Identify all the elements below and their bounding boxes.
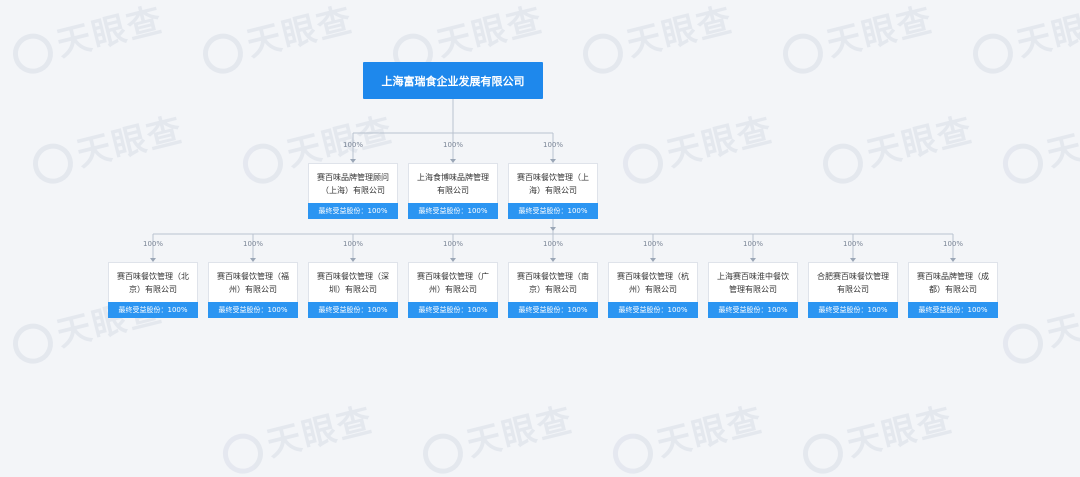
company-name: 赛百味品牌管理（成都）有限公司 <box>917 272 989 294</box>
beneficial-share-label: 最终受益股份：100% <box>908 302 998 318</box>
level1-company-node[interactable]: 赛百味餐饮管理（上海）有限公司最终受益股份：100% <box>508 163 598 219</box>
ownership-percent: 100% <box>442 240 463 248</box>
level2-company-node[interactable]: 赛百味餐饮管理（福州）有限公司最终受益股份：100% <box>208 262 298 318</box>
arrow-down-icon <box>550 159 556 163</box>
ownership-percent: 100% <box>742 240 763 248</box>
arrow-down-icon <box>150 258 156 262</box>
arrow-down-icon <box>950 258 956 262</box>
ownership-percent: 100% <box>342 141 363 149</box>
ownership-percent: 100% <box>842 240 863 248</box>
ownership-percent: 100% <box>542 240 563 248</box>
beneficial-share-label: 最终受益股份：100% <box>508 302 598 318</box>
level2-company-node[interactable]: 赛百味餐饮管理（广州）有限公司最终受益股份：100% <box>408 262 498 318</box>
arrow-down-icon <box>850 258 856 262</box>
company-name: 赛百味餐饮管理（上海）有限公司 <box>517 173 589 195</box>
arrow-down-icon <box>350 159 356 163</box>
root-company-name: 上海富瑞食企业发展有限公司 <box>381 74 525 88</box>
ownership-percent: 100% <box>142 240 163 248</box>
ownership-percent: 100% <box>342 240 363 248</box>
company-name: 赛百味餐饮管理（北京）有限公司 <box>117 272 189 294</box>
beneficial-share-label: 最终受益股份：100% <box>408 302 498 318</box>
root-company-node[interactable]: 上海富瑞食企业发展有限公司 <box>363 62 543 99</box>
company-name: 赛百味餐饮管理（福州）有限公司 <box>217 272 289 294</box>
level2-company-node[interactable]: 赛百味品牌管理（成都）有限公司最终受益股份：100% <box>908 262 998 318</box>
arrow-down-icon <box>350 258 356 262</box>
arrow-down-icon <box>750 258 756 262</box>
beneficial-share-label: 最终受益股份：100% <box>508 203 598 219</box>
ownership-percent: 100% <box>442 141 463 149</box>
level2-company-node[interactable]: 合肥赛百味餐饮管理有限公司最终受益股份：100% <box>808 262 898 318</box>
arrow-down-icon <box>450 258 456 262</box>
level1-company-node[interactable]: 赛百味品牌管理顾问（上海）有限公司最终受益股份：100% <box>308 163 398 219</box>
company-name: 合肥赛百味餐饮管理有限公司 <box>817 272 889 294</box>
company-name: 赛百味餐饮管理（南京）有限公司 <box>517 272 589 294</box>
beneficial-share-label: 最终受益股份：100% <box>108 302 198 318</box>
level2-company-node[interactable]: 赛百味餐饮管理（杭州）有限公司最终受益股份：100% <box>608 262 698 318</box>
arrow-down-icon <box>450 159 456 163</box>
level2-company-node[interactable]: 赛百味餐饮管理（深圳）有限公司最终受益股份：100% <box>308 262 398 318</box>
level2-company-node[interactable]: 赛百味餐饮管理（北京）有限公司最终受益股份：100% <box>108 262 198 318</box>
beneficial-share-label: 最终受益股份：100% <box>308 302 398 318</box>
ownership-percent: 100% <box>642 240 663 248</box>
company-name: 赛百味餐饮管理（广州）有限公司 <box>417 272 489 294</box>
beneficial-share-label: 最终受益股份：100% <box>608 302 698 318</box>
arrow-down-icon <box>650 258 656 262</box>
company-name: 赛百味餐饮管理（深圳）有限公司 <box>317 272 389 294</box>
beneficial-share-label: 最终受益股份：100% <box>308 203 398 219</box>
beneficial-share-label: 最终受益股份：100% <box>208 302 298 318</box>
company-name: 赛百味餐饮管理（杭州）有限公司 <box>617 272 689 294</box>
ownership-percent: 100% <box>242 240 263 248</box>
arrow-down-icon <box>250 258 256 262</box>
arrow-down-icon <box>550 227 556 231</box>
company-name: 赛百味品牌管理顾问（上海）有限公司 <box>317 173 389 195</box>
ownership-percent: 100% <box>942 240 963 248</box>
company-name: 上海食博味品牌管理有限公司 <box>417 173 489 195</box>
beneficial-share-label: 最终受益股份：100% <box>408 203 498 219</box>
arrow-down-icon <box>550 258 556 262</box>
level2-company-node[interactable]: 赛百味餐饮管理（南京）有限公司最终受益股份：100% <box>508 262 598 318</box>
beneficial-share-label: 最终受益股份：100% <box>708 302 798 318</box>
company-name: 上海赛百味淮中餐饮管理有限公司 <box>717 272 789 294</box>
ownership-percent: 100% <box>542 141 563 149</box>
beneficial-share-label: 最终受益股份：100% <box>808 302 898 318</box>
level2-company-node[interactable]: 上海赛百味淮中餐饮管理有限公司最终受益股份：100% <box>708 262 798 318</box>
connector-lines <box>150 99 956 262</box>
level1-company-node[interactable]: 上海食博味品牌管理有限公司最终受益股份：100% <box>408 163 498 219</box>
